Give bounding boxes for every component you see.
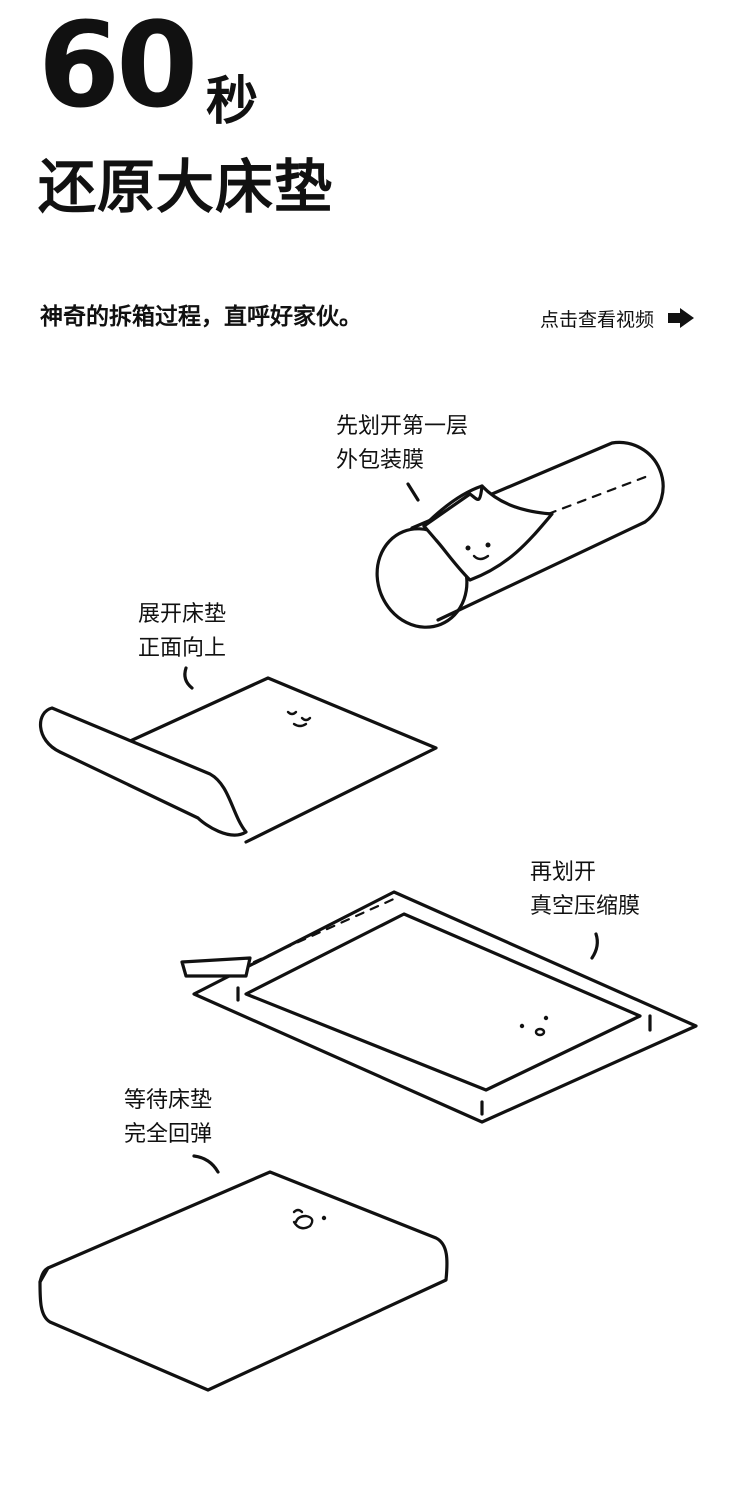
recovered-mattress-illustration [38, 1154, 449, 1392]
unit-label: 秒 [206, 72, 259, 132]
step-1-label: 先划开第一层 外包装膜 [336, 414, 469, 473]
rolled-mattress-illustration [375, 440, 665, 629]
big-number: 60 [38, 0, 198, 134]
watch-video-link[interactable]: 点击查看视频 [540, 308, 695, 332]
vacuum-film-illustration [180, 890, 698, 1124]
subtitle: 神奇的拆箱过程，直呼好家伙。 [40, 304, 362, 330]
watch-video-label: 点击查看视频 [540, 308, 655, 331]
arrow-right-icon [668, 308, 695, 332]
step-2-label: 展开床垫 正面向上 [138, 602, 227, 661]
step-3-label: 再划开 真空压缩膜 [530, 860, 641, 919]
headline: 还原大床垫 [38, 153, 334, 221]
step-4-label: 等待床垫 完全回弹 [124, 1088, 213, 1147]
unrolling-mattress-illustration [38, 666, 438, 844]
